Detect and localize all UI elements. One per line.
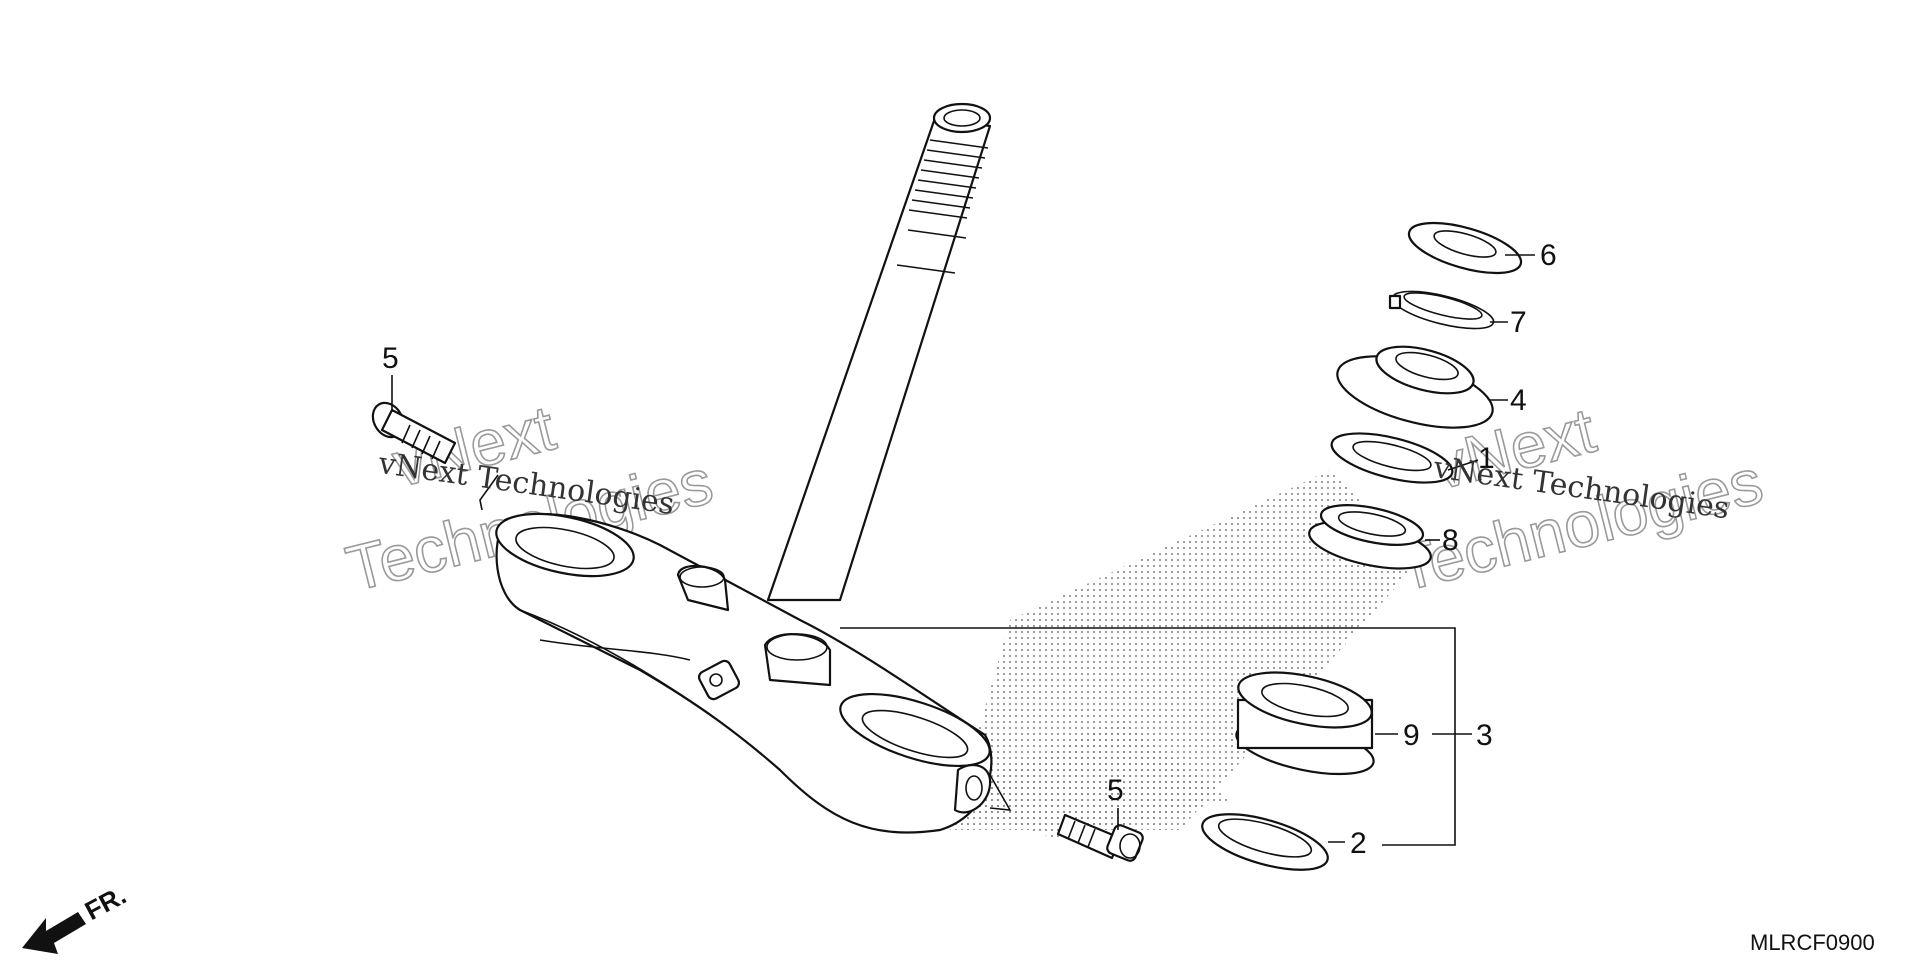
- callout-bolt-right: 5: [1107, 774, 1124, 807]
- callout-upper-bearing: 8: [1442, 524, 1459, 557]
- callout-bearing-set: 3: [1476, 719, 1493, 752]
- callout-seal: 1: [1478, 442, 1495, 475]
- steering-stem-nut: [1407, 221, 1523, 275]
- callout-dust-seal: 2: [1350, 827, 1367, 860]
- steering-stem: [766, 102, 992, 602]
- callout-washer: 7: [1510, 306, 1527, 339]
- adjusting-lock-nut: [1336, 345, 1494, 429]
- lower-bracket: [495, 512, 993, 834]
- lower-dust-seal: [1201, 813, 1329, 871]
- front-direction-arrow: FR.: [22, 880, 131, 954]
- front-label: FR.: [80, 880, 131, 926]
- leader-lines: [391, 254, 1535, 846]
- callout-nut: 6: [1540, 239, 1557, 272]
- dust-seal-upper: [1330, 432, 1454, 484]
- bolt-right: [1056, 813, 1144, 862]
- bolt-left: [371, 401, 457, 465]
- lower-bearing: [1235, 671, 1375, 776]
- stipple-shading: [940, 470, 1420, 840]
- upper-bearing: [1308, 504, 1432, 570]
- callout-lower-bearing: 9: [1403, 719, 1420, 752]
- callout-lock-nut: 4: [1510, 384, 1527, 417]
- stem-thread: [908, 139, 989, 219]
- callout-bolt-left: 5: [382, 342, 399, 375]
- lock-washer: [1388, 290, 1495, 330]
- diagram-code: MLRCF0900: [1750, 930, 1875, 955]
